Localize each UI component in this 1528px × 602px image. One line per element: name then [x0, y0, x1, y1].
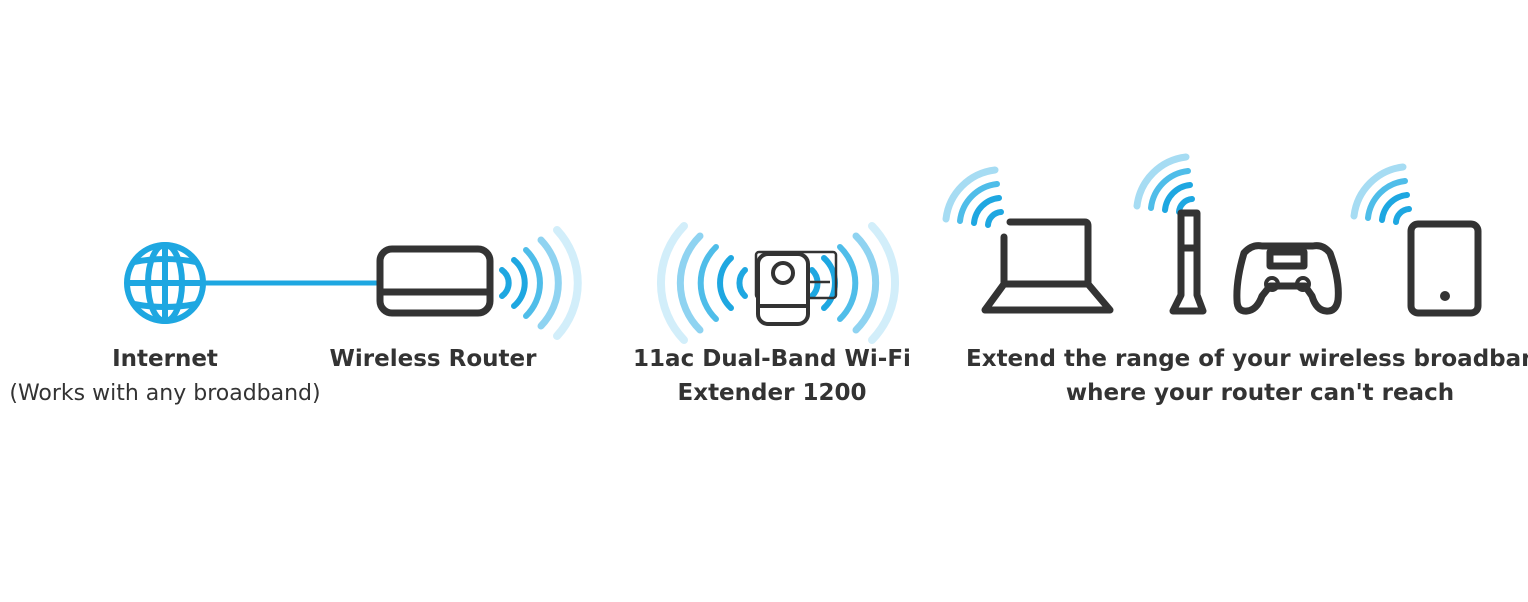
- laptop-icon: [981, 218, 1114, 314]
- tablet-wifi-icon: [1350, 163, 1412, 225]
- router-signal-waves-icon: [499, 226, 582, 340]
- router-icon: [376, 245, 494, 317]
- internet-label: Internet: [112, 346, 218, 372]
- internet-sublabel: (Works with any broadband): [9, 381, 320, 406]
- extender-label: 11ac Dual-Band Wi-Fi: [633, 346, 911, 372]
- tablet-icon: [1407, 220, 1482, 317]
- extender-sublabel: Extender 1200: [678, 380, 867, 406]
- desktop-wifi-icon: [1133, 153, 1195, 215]
- extender-signal-waves-left-icon: [657, 222, 748, 344]
- extender-icon: [754, 250, 838, 326]
- desktop-tower-icon: [1169, 209, 1207, 315]
- laptop-wifi-icon: [942, 166, 1004, 228]
- globe-icon: [124, 242, 206, 324]
- extender-signal-waves-right-icon: [809, 222, 899, 344]
- router-label: Wireless Router: [330, 346, 538, 372]
- devices-sublabel: where your router can't reach: [1066, 380, 1454, 406]
- devices-label: Extend the range of your wireless broadb…: [966, 346, 1528, 372]
- gamepad-icon: [1233, 242, 1342, 315]
